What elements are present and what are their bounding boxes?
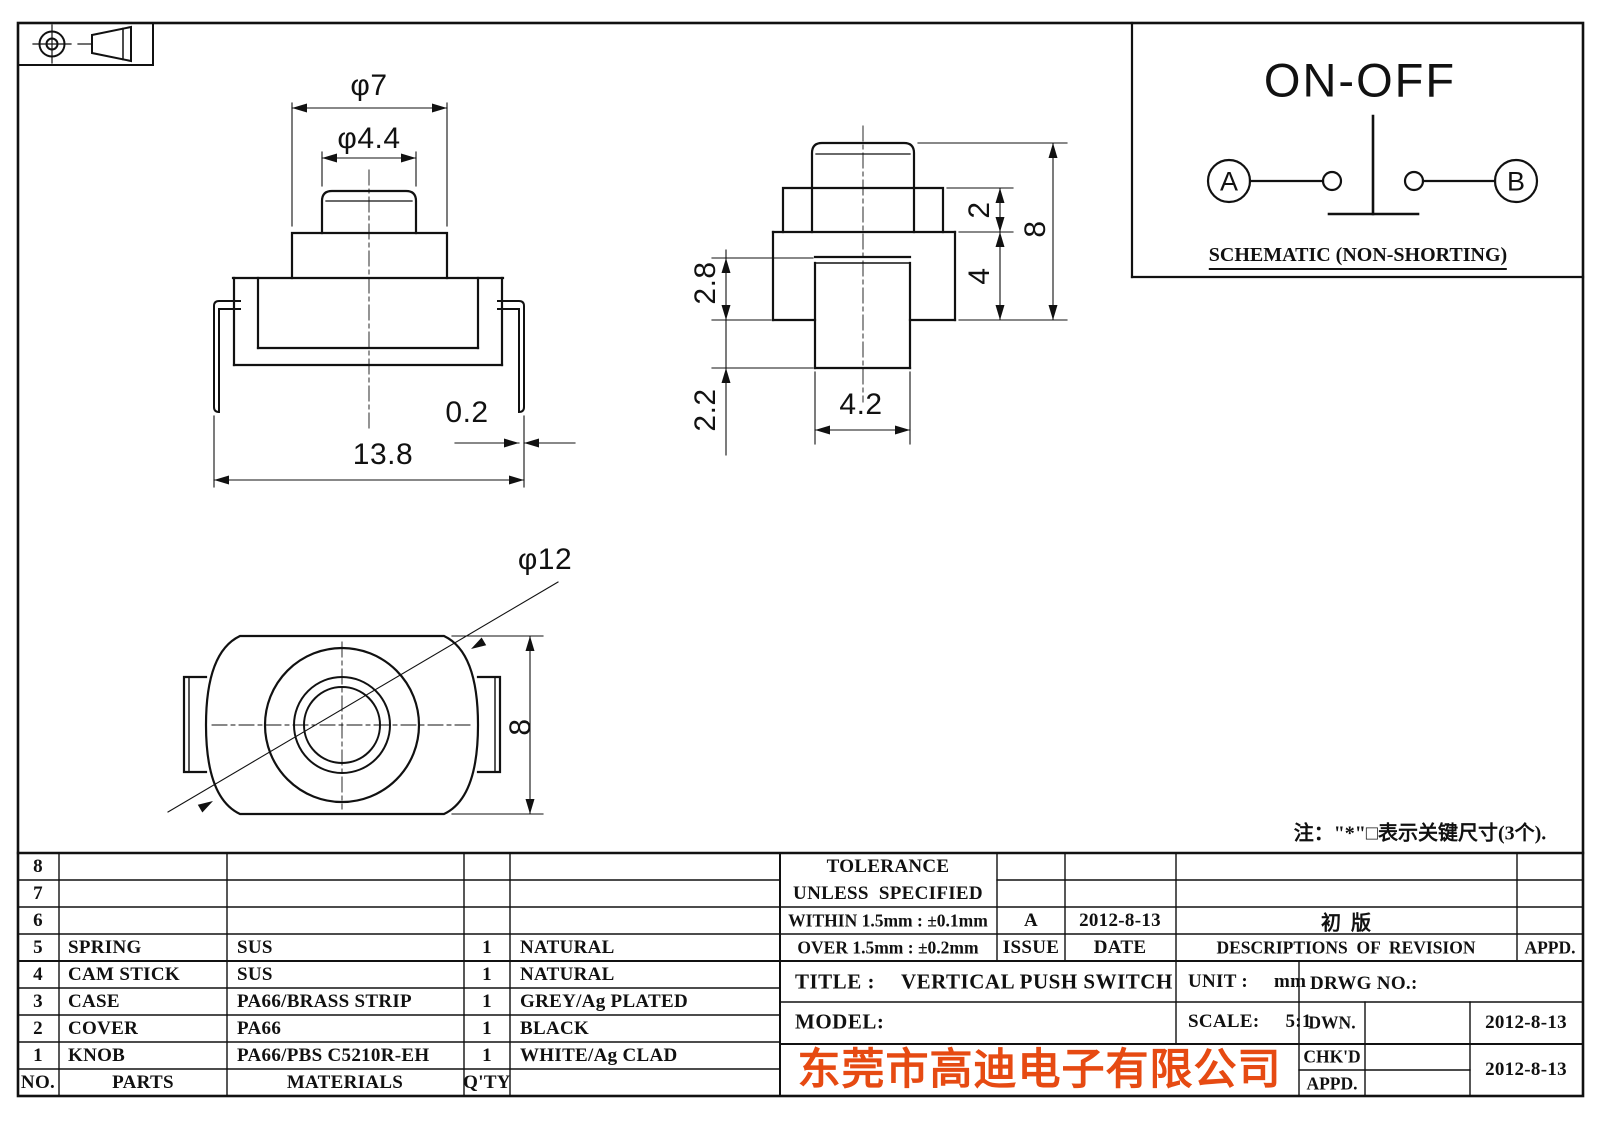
row-remark: WHITE/Ag CLAD [520,1045,678,1066]
dim-front-dia-outer: φ7 [350,69,388,102]
row-part: CAM STICK [68,964,180,985]
drwg-no-label: DRWG NO.: [1310,973,1418,994]
chkd-date: 2012-8-13 [1485,1059,1567,1080]
row-material: SUS [237,937,273,958]
schematic-title: ON-OFF [1263,53,1457,107]
row-no: 6 [33,910,43,931]
chkd-label: CHK'D [1303,1046,1361,1067]
revision-appd-label: APPD. [1524,937,1576,958]
row-no: 2 [33,1018,43,1039]
scale-label: SCALE: [1188,1011,1260,1032]
schematic-caption: SCHEMATIC (NON-SHORTING) [1208,244,1508,270]
dim-front-overall-width: 13.8 [352,438,414,471]
title-label: TITLE : [795,969,875,994]
appd-label: APPD. [1306,1073,1358,1094]
dim-front-pin-thickness: 0.2 [445,396,489,429]
row-material: PA66/PBS C5210R-EH [237,1045,430,1066]
tolerance-over: OVER 1.5mm : ±0.2mm [797,937,979,958]
unit-row: UNIT : mm [1188,971,1306,993]
model-label: MODEL: [795,1009,885,1034]
row-qty: 1 [482,991,492,1012]
tolerance-within: WITHIN 1.5mm : ±0.1mm [788,910,988,931]
row-no: 4 [33,964,43,985]
revision-issue-label: ISSUE [1002,937,1060,958]
scale-row: SCALE: 5:1 [1188,1011,1312,1033]
row-part: CASE [68,991,120,1012]
dwn-date: 2012-8-13 [1485,1012,1567,1033]
top-view-dimensions [167,581,559,815]
row-no: 8 [33,856,43,877]
dim-side-lower-body: 2.8 [689,261,722,305]
dwn-label: DWN. [1308,1012,1356,1033]
side-view-dimensions [711,142,1068,456]
revision-issue-value: A [1023,910,1039,931]
side-view [771,141,957,370]
row-material: SUS [237,964,273,985]
sheet-frame [16,21,1585,1098]
revision-description-label: DESCRIPTIONS OF REVISION [1216,937,1476,958]
row-part: SPRING [68,937,142,958]
row-remark: GREY/Ag PLATED [520,991,689,1012]
row-material: PA66 [237,1018,282,1039]
header-no: NO. [20,1072,56,1093]
dim-top-body-depth: 8 [504,718,537,736]
row-qty: 1 [482,1018,492,1039]
tolerance-line1: TOLERANCE [826,856,950,877]
scale-value: 5:1 [1285,1011,1312,1032]
terminal-a-label: A [1219,166,1239,197]
revision-date-value: 2012-8-13 [1079,910,1161,931]
tolerance-line2: UNLESS SPECIFIED [793,883,983,904]
header-materials: MATERIALS [286,1072,404,1093]
company-name: 东莞市高迪电子有限公司 [797,1046,1282,1094]
key-dimension-note: 注："*"□表示关键尺寸(3个). [1293,822,1547,845]
row-no: 5 [33,937,43,958]
row-no: 7 [33,883,43,904]
dim-side-step-height: 2 [963,201,996,219]
switch-symbol [1130,21,1585,279]
row-remark: NATURAL [520,964,615,985]
title-row: TITLE : VERTICAL PUSH SWITCH [795,970,1173,995]
dim-side-overall-height: 8 [1019,220,1052,238]
row-remark: BLACK [520,1018,590,1039]
table-grid [16,851,1585,1097]
title-value: VERTICAL PUSH SWITCH [900,969,1173,994]
unit-value: mm [1274,971,1307,992]
row-qty: 1 [482,964,492,985]
row-part: COVER [68,1018,139,1039]
unit-label: UNIT : [1188,971,1249,992]
terminal-b-label: B [1506,166,1526,197]
dim-side-body-height: 4 [963,267,996,285]
projection-symbol-icon [17,22,154,66]
revision-description-value: 初 版 [1321,912,1371,935]
header-parts: PARTS [112,1072,174,1093]
row-no: 3 [33,991,43,1012]
dim-front-dia-top: φ4.4 [337,122,401,155]
row-part: KNOB [68,1045,126,1066]
row-remark: NATURAL [520,937,615,958]
top-view-centerline [211,641,474,810]
dim-side-stem-width: 4.2 [839,388,883,421]
row-no: 1 [33,1045,43,1066]
row-qty: 1 [482,937,492,958]
header-qty: Q'TY [463,1072,511,1093]
dim-side-stem-below: 2.2 [689,388,722,432]
revision-date-label: DATE [1093,937,1147,958]
front-view-dimensions [213,102,576,488]
dim-top-dia-body: φ12 [517,543,573,576]
row-qty: 1 [482,1045,492,1066]
row-material: PA66/BRASS STRIP [237,991,412,1012]
